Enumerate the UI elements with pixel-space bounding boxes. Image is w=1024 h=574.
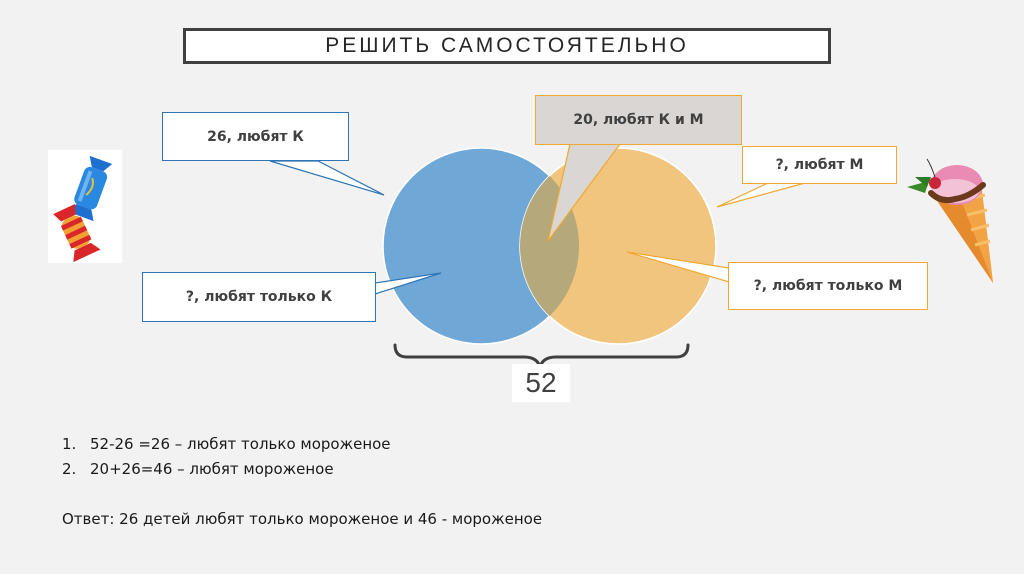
solution-step: 1. 52-26 =26 – любят только мороженое — [62, 432, 391, 457]
callout-likes-k-and-m-label: 20, любят К и М — [573, 112, 704, 128]
step-text: 52-26 =26 – любят только мороженое — [90, 435, 391, 453]
callout-likes-m: ?, любят М — [742, 146, 897, 184]
solution-steps: 1. 52-26 =26 – любят только мороженое 2.… — [62, 432, 391, 482]
ice-cream-image — [905, 155, 1000, 285]
step-number: 2. — [62, 460, 77, 478]
step-number: 1. — [62, 435, 77, 453]
title-box: РЕШИТЬ САМОСТОЯТЕЛЬНО — [183, 28, 831, 64]
candy-icon — [53, 155, 113, 263]
step-text: 20+26=46 – любят мороженое — [90, 460, 334, 478]
callout-likes-only-k: ?, любят только К — [142, 272, 376, 322]
callout-likes-only-k-label: ?, любят только К — [185, 289, 333, 305]
callout-likes-m-label: ?, любят М — [775, 157, 864, 173]
callout-likes-k-and-m: 20, любят К и М — [535, 95, 742, 145]
total-value: 52 — [525, 367, 557, 398]
total-box: 52 — [512, 364, 570, 402]
answer-text: Ответ: 26 детей любят только мороженое и… — [62, 510, 543, 528]
candy-image — [48, 150, 122, 263]
page-title: РЕШИТЬ САМОСТОЯТЕЛЬНО — [325, 34, 689, 57]
callout-likes-only-m-label: ?, любят только М — [753, 278, 903, 294]
callout-tail-likes-m — [716, 182, 806, 208]
callout-tail-likes-k — [269, 160, 385, 196]
callout-likes-k: 26, любят К — [162, 112, 349, 161]
ice-cream-icon — [907, 158, 993, 283]
solution-step: 2. 20+26=46 – любят мороженое — [62, 457, 391, 482]
callout-likes-k-label: 26, любят К — [207, 128, 304, 145]
callout-likes-only-m: ?, любят только М — [728, 262, 928, 310]
